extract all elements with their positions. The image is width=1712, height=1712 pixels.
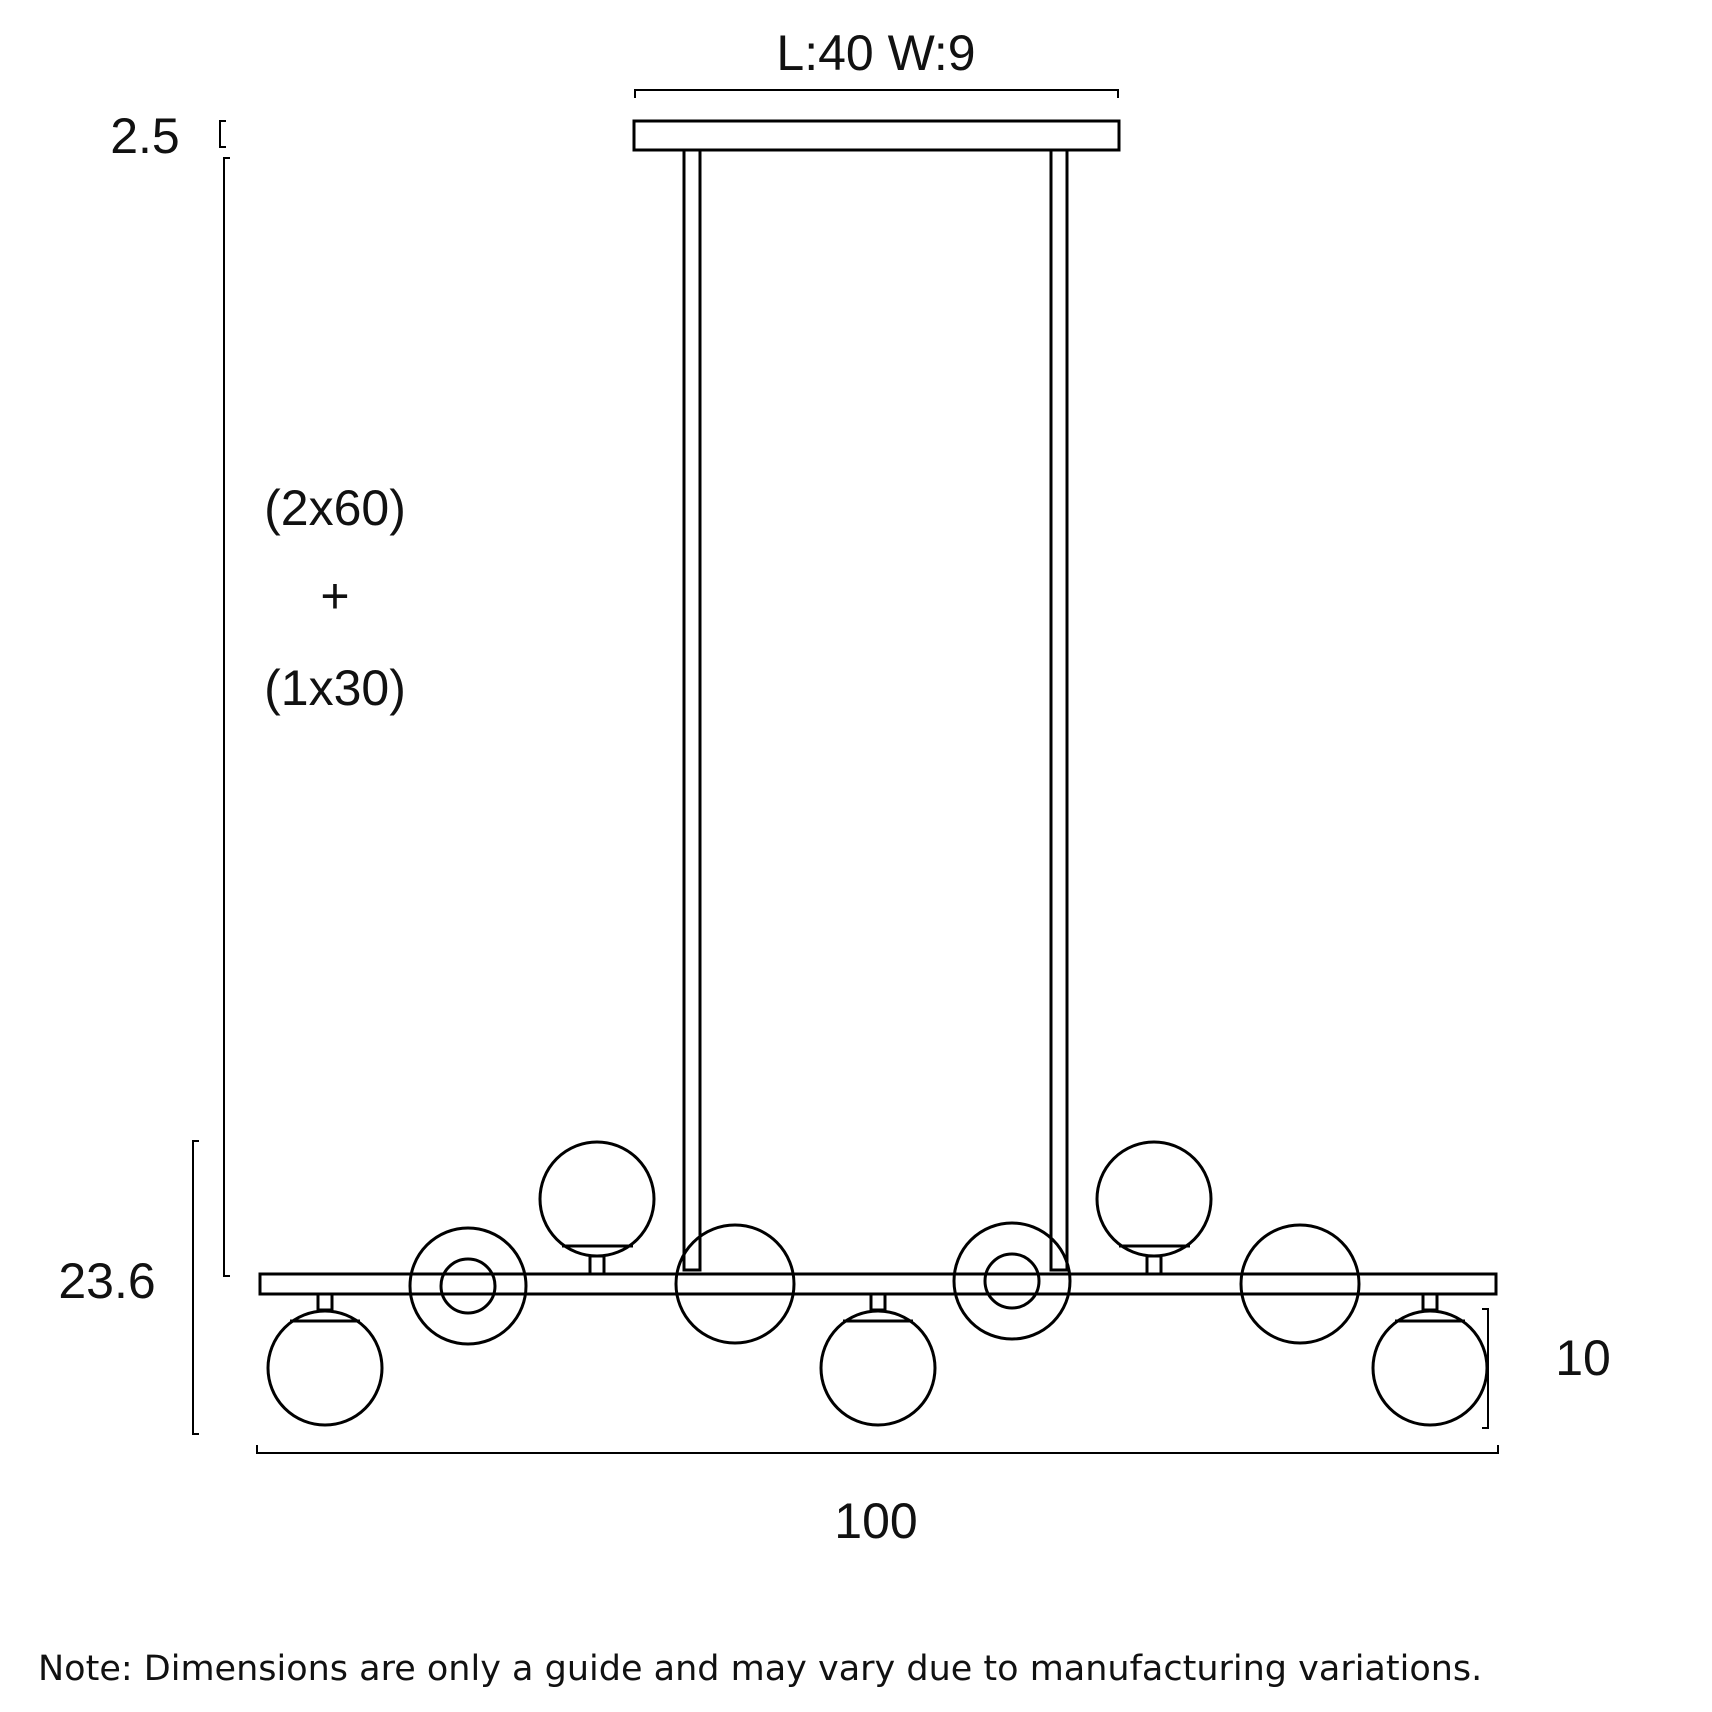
overall-length-line (256, 1445, 1499, 1454)
cable-length-line-2: + (320, 568, 349, 624)
globe-side-left-holder (439, 1257, 497, 1315)
disclaimer-note: Note: Dimensions are only a guide and ma… (38, 1649, 1482, 1689)
globe-upper-right (1095, 1140, 1213, 1258)
globe-stem (316, 1292, 334, 1312)
cable-length-line-3: (1x30) (264, 660, 406, 716)
ceiling-canopy (632, 119, 1121, 152)
globe-side-right (952, 1221, 1072, 1341)
canopy-dimension-label: L:40 W:9 (776, 25, 975, 81)
body-height-label: 23.6 (58, 1253, 155, 1309)
globe-front-right (1239, 1223, 1361, 1345)
suspension-rod-right (1049, 148, 1069, 1272)
canopy-dimension-line (634, 89, 1119, 98)
globe-stem (588, 1254, 606, 1276)
canopy-height-label: 2.5 (110, 108, 180, 164)
globe-side-left (408, 1226, 528, 1346)
overall-length-label: 100 (834, 1493, 917, 1549)
globe-side-right-holder (983, 1252, 1041, 1310)
globe-height-label: 10 (1555, 1330, 1611, 1386)
globe-lower-right (1371, 1309, 1489, 1427)
globe-upper-left (538, 1140, 656, 1258)
globe-height-bracket (1482, 1308, 1489, 1429)
cable-length-bracket (223, 157, 230, 1277)
body-height-bracket (192, 1140, 199, 1435)
globe-lower-left (266, 1309, 384, 1427)
canopy-height-bracket (219, 120, 226, 148)
cable-length-line-1: (2x60) (264, 480, 406, 536)
globe-stem (869, 1292, 887, 1312)
globe-front-center-left (674, 1223, 796, 1345)
globe-lower-center (819, 1309, 937, 1427)
suspension-rod-left (682, 148, 702, 1272)
horizontal-light-bar (258, 1272, 1498, 1296)
globe-stem (1145, 1254, 1163, 1276)
globe-stem (1421, 1292, 1439, 1312)
